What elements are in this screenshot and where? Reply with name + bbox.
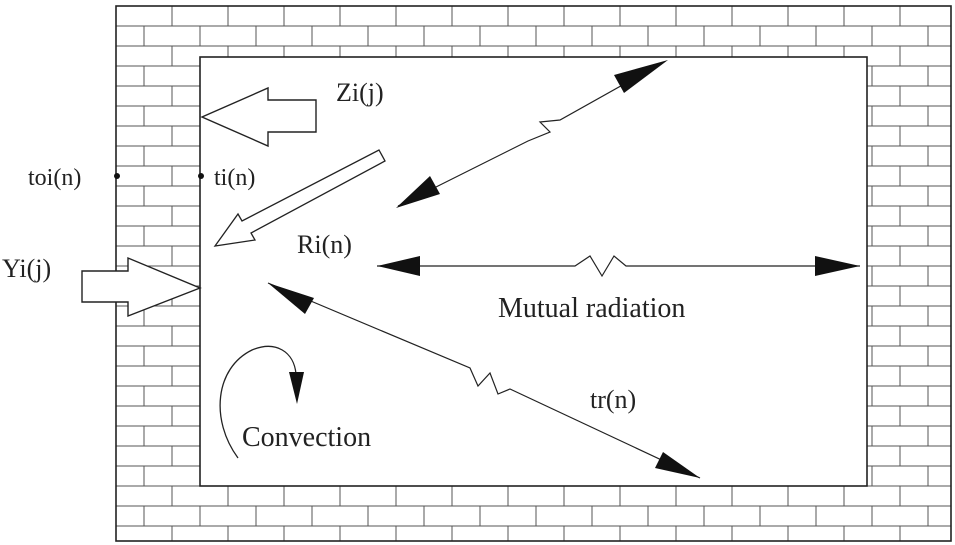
zi-hollow-arrow [200,86,317,148]
arrowhead-lower-right [655,452,700,478]
radiation-link-lower [267,282,701,479]
label-convection: Convection [242,422,371,453]
convection-icon [219,345,304,459]
label-mutual-radiation: Mutual radiation [498,293,685,324]
ti-point-dot [198,173,204,179]
label-zi: Zi(j) [336,78,384,107]
radiation-link-horizontal [377,255,860,278]
radiation-zigzag-line [267,282,701,479]
convection-curve [219,345,297,459]
radiation-zigzag-line [397,63,661,207]
label-ri: Ri(n) [297,230,352,259]
yi-hollow-arrow [81,256,202,318]
radiation-link-upper [396,60,668,208]
arrowhead-right [815,256,860,276]
label-yi: Yi(j) [2,254,51,283]
arrowhead-upper-left [396,176,440,208]
radiation-zigzag-line [377,255,860,278]
ri-hollow-arrow [213,149,386,247]
arrowhead-upper-right [614,60,668,93]
label-toi: toi(n) [28,165,81,191]
brick-wall [115,5,952,542]
label-tr: tr(n) [590,385,636,414]
arrowhead-left [377,256,420,276]
toi-point-dot [114,173,120,179]
convection-arrowhead [289,372,304,404]
label-ti: ti(n) [214,165,255,191]
arrowhead-lower-left [268,283,314,314]
